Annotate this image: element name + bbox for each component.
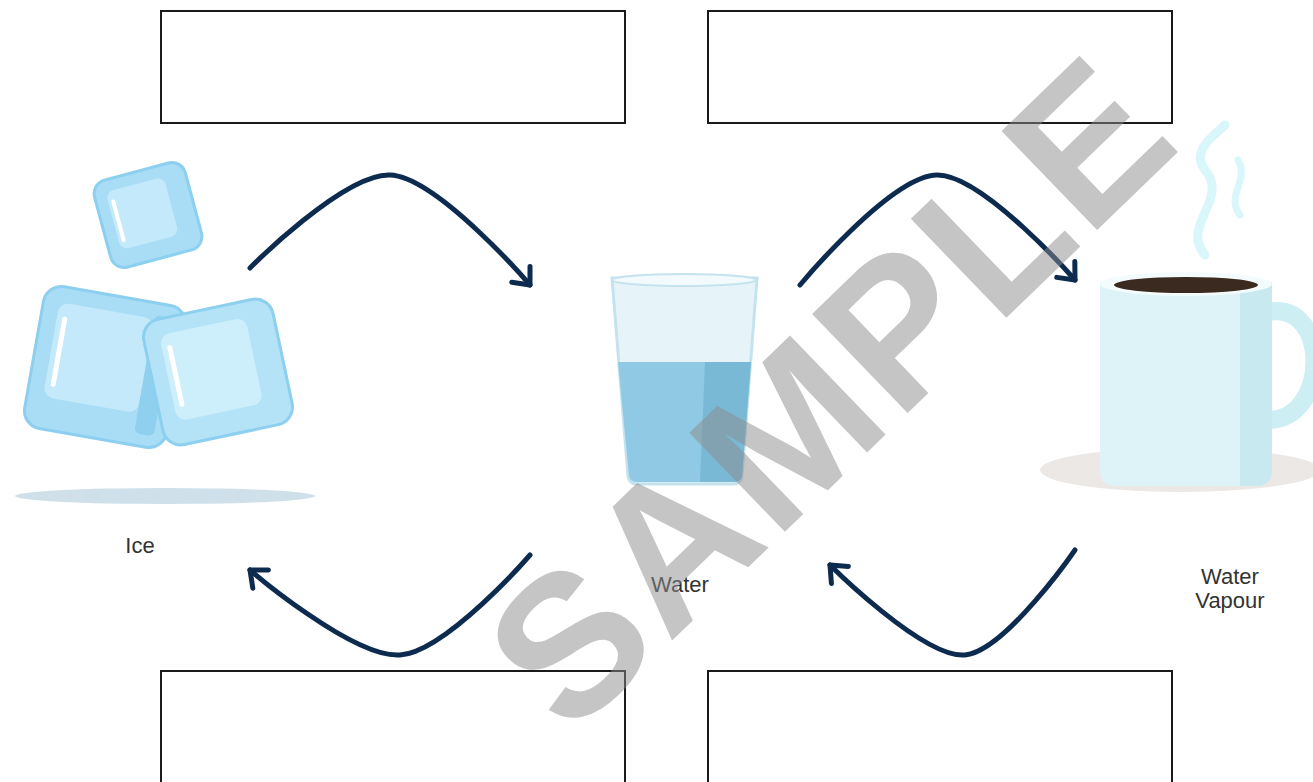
glass-rim — [612, 274, 756, 286]
ice-cube — [91, 159, 205, 270]
state-node: Water Vapour — [1075, 280, 1305, 615]
cycle-arrow — [830, 550, 1075, 655]
answer-box — [708, 671, 1172, 782]
state-node: Ice — [30, 250, 250, 570]
ice-shadow — [15, 488, 315, 504]
state-label: Ice — [30, 534, 250, 558]
steam — [1235, 160, 1241, 215]
watermark: SAMPLE — [442, 11, 1219, 772]
mug-shade — [1240, 282, 1272, 486]
cycle-arrow — [250, 175, 530, 285]
mug — [1100, 282, 1272, 486]
mug-handle — [1268, 311, 1313, 420]
ice-cube — [140, 296, 296, 449]
answer-box — [161, 11, 625, 123]
mug-rim — [1100, 272, 1272, 296]
state-label: Water Vapour — [1180, 565, 1280, 613]
coffee — [1114, 277, 1258, 293]
